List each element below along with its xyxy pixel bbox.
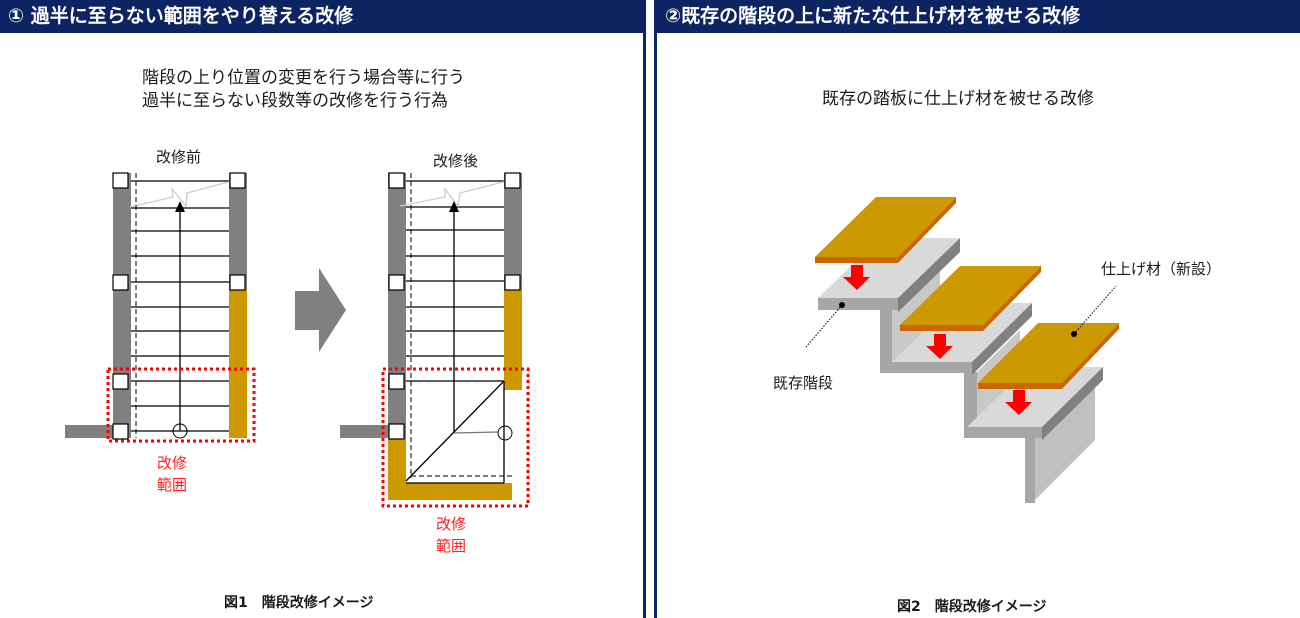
stringer-side — [1035, 380, 1095, 500]
right-description: 既存の踏板に仕上げ材を被せる改修 — [822, 89, 1094, 109]
figure1-caption: 図1 階段改修イメージ — [224, 595, 374, 611]
right-panel-header: ②既存の階段の上に新たな仕上げ材を被せる改修 — [657, 0, 1300, 33]
new-finish-label: 仕上げ材（新設） — [1101, 260, 1222, 278]
range-label-line1: 改修 — [157, 454, 188, 472]
finish-plate — [815, 197, 956, 263]
finish-plate — [900, 266, 1041, 331]
description-line-1: 階段の上り位置の変更を行う場合等に行う — [142, 68, 465, 88]
before-label: 改修前 — [156, 148, 202, 166]
finish-plate — [978, 323, 1119, 389]
after-label: 改修後 — [433, 152, 479, 170]
modification-range — [106, 367, 256, 443]
start-circle — [172, 423, 188, 439]
right-arrow-icon — [295, 268, 346, 352]
left-description: 階段の上り位置の変更を行う場合等に行う 過半に至らない段数等の改修を行う行為 — [142, 67, 465, 113]
range-label-before: 改修範囲 — [157, 452, 187, 496]
floor-wall — [65, 425, 115, 438]
up-arrow-icon — [175, 201, 185, 212]
stair-isometric — [805, 197, 1119, 503]
break-line — [129, 180, 233, 208]
right-wall-upper — [229, 173, 247, 290]
right-wall-modified — [229, 290, 247, 438]
figure2-caption: 図2 階段改修イメージ — [897, 599, 1047, 615]
leader-line — [805, 304, 843, 348]
left-panel-header: ① 過半に至らない範囲をやり替える改修 — [0, 0, 643, 33]
range-label-line2: 範囲 — [157, 476, 188, 494]
down-arrow-icon — [926, 334, 953, 359]
range-label-after: 改修範囲 — [436, 513, 466, 557]
down-arrow-icon — [843, 265, 870, 290]
range-label-line1: 改修 — [436, 515, 467, 533]
stair-before-plan — [65, 172, 256, 443]
existing-stair-label: 既存階段 — [773, 374, 834, 392]
stair-after-plan — [340, 172, 530, 508]
description-line-2: 過半に至らない段数等の改修を行う行為 — [142, 91, 448, 111]
down-arrow-icon — [1005, 390, 1032, 415]
panel-divider — [643, 0, 657, 618]
left-wall — [113, 173, 131, 438]
modification-range — [381, 367, 530, 508]
range-label-line2: 範囲 — [436, 537, 467, 555]
